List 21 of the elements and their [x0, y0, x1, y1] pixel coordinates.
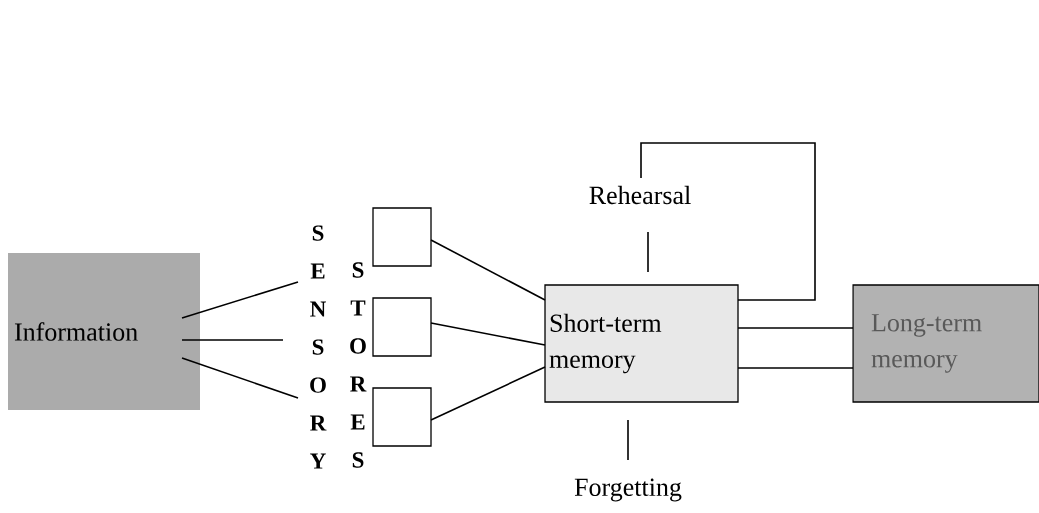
connector-line	[737, 367, 854, 369]
connector-line	[627, 419, 629, 461]
store-box	[372, 207, 432, 267]
connector-line	[181, 339, 284, 341]
memory-box: Long-term memory	[852, 284, 1039, 403]
memory-box: Short-term memory	[544, 284, 739, 403]
connector-line	[181, 281, 299, 319]
information-box: Information	[8, 253, 200, 410]
process-label: Forgetting	[574, 478, 682, 502]
connector-line	[647, 231, 649, 273]
store-box	[372, 387, 432, 447]
connector-line	[640, 142, 816, 301]
connector-line	[181, 357, 299, 399]
vertical-text: S E N S O R Y	[310, 225, 327, 469]
connector-line	[430, 239, 546, 301]
connector-line	[430, 322, 546, 346]
connector-line	[737, 327, 854, 329]
vertical-text: S T O R E S	[350, 262, 367, 468]
process-label: Rehearsal	[589, 185, 691, 205]
connector-line	[430, 366, 546, 421]
store-box	[372, 297, 432, 357]
